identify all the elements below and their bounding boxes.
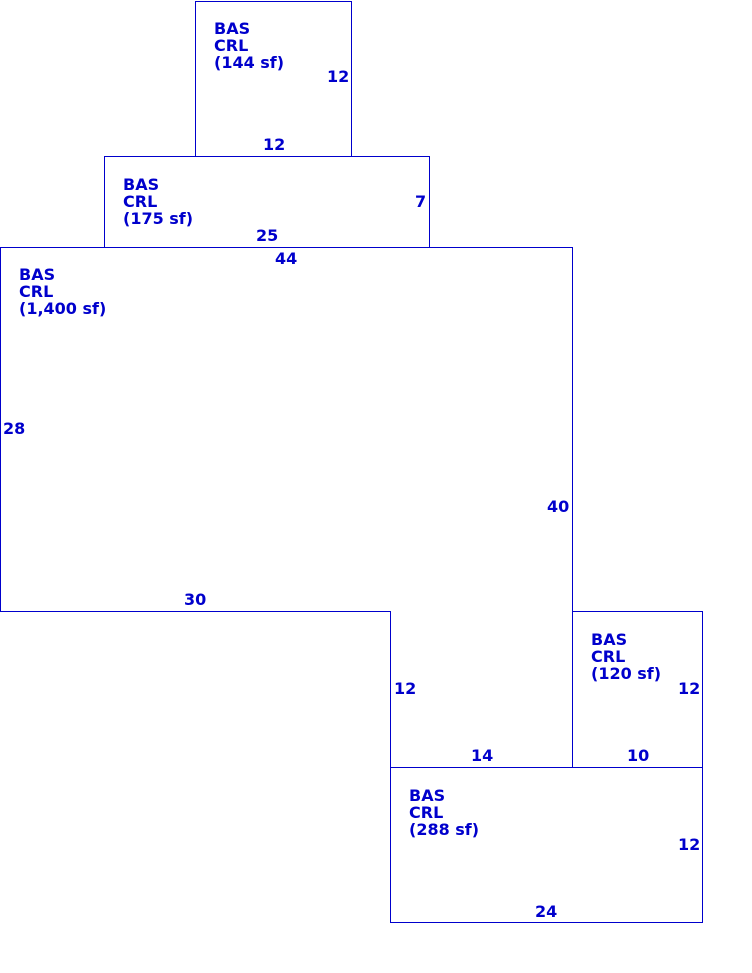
dimension-label: 30: [184, 590, 207, 609]
area-size: (120 sf): [591, 664, 662, 683]
area-size: (1,400 sf): [19, 299, 107, 318]
area-label-top: BAS CRL (144 sf): [214, 20, 284, 71]
area-code: BAS: [123, 175, 160, 194]
area-size: (288 sf): [409, 820, 480, 839]
dimension-label: 12: [394, 679, 417, 698]
dimension-label: 40: [547, 497, 570, 516]
section-bottom-outline: [389, 766, 704, 924]
area-subcode: CRL: [19, 282, 54, 301]
area-label-small: BAS CRL (120 sf): [591, 631, 661, 682]
area-code: BAS: [214, 19, 251, 38]
area-code: BAS: [409, 786, 446, 805]
dimension-label: 28: [3, 419, 26, 438]
dimension-label: 25: [256, 226, 279, 245]
area-subcode: CRL: [123, 192, 158, 211]
dimension-label: 12: [263, 135, 286, 154]
dimension-label: 12: [327, 67, 350, 86]
dimension-label: 12: [678, 835, 701, 854]
area-size: (175 sf): [123, 209, 194, 228]
dimension-label: 44: [275, 249, 298, 268]
dimension-label: 24: [535, 902, 558, 921]
area-label-second: BAS CRL (175 sf): [123, 176, 193, 227]
area-label-bottom: BAS CRL (288 sf): [409, 787, 479, 838]
area-label-main: BAS CRL (1,400 sf): [19, 266, 106, 317]
area-subcode: CRL: [214, 36, 249, 55]
dimension-label: 7: [415, 192, 427, 211]
area-size: (144 sf): [214, 53, 285, 72]
dimension-label: 14: [471, 746, 494, 765]
area-subcode: CRL: [409, 803, 444, 822]
area-code: BAS: [19, 265, 56, 284]
dimension-label: 12: [678, 679, 701, 698]
dimension-label: 10: [627, 746, 650, 765]
area-subcode: CRL: [591, 647, 626, 666]
section-main-outline: [0, 246, 574, 769]
area-code: BAS: [591, 630, 628, 649]
